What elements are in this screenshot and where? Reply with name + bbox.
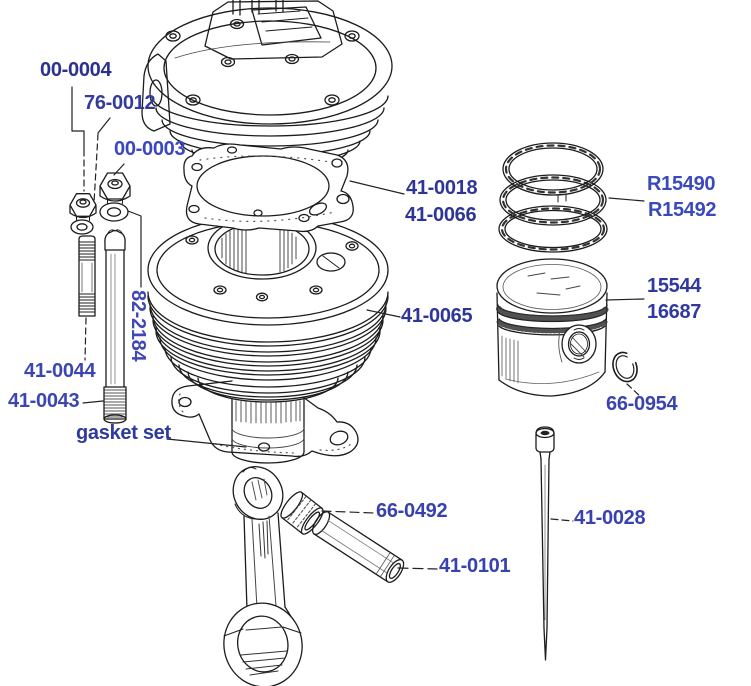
leader-R15490 xyxy=(608,197,645,202)
base-gasket-drawing xyxy=(171,380,359,458)
nut-small-drawing xyxy=(69,193,97,222)
leader-41-0044 xyxy=(84,317,87,361)
cylinder-head-drawing xyxy=(141,0,393,169)
leader-41-0018 xyxy=(349,180,405,195)
washer-large-drawing xyxy=(99,202,129,222)
label-00-0004: 00-0004 xyxy=(40,59,112,81)
leader-41-0065 xyxy=(366,309,401,318)
leader-15544 xyxy=(605,298,645,301)
piston-rings-drawing xyxy=(498,142,608,253)
circlip-drawing xyxy=(612,351,638,383)
leader-76-0012 xyxy=(93,117,111,204)
leader-41-0028 xyxy=(550,518,574,522)
cylinder-barrel-drawing xyxy=(147,214,389,464)
label-15544: 15544 xyxy=(647,275,702,297)
leader-41-0101 xyxy=(397,567,438,570)
label-41-0028: 41-0028 xyxy=(574,507,646,529)
label-41-0043: 41-0043 xyxy=(8,390,80,412)
nut-large-drawing xyxy=(99,172,131,205)
label-76-0012: 76-0012 xyxy=(84,92,156,114)
label-gasket-set: gasket set xyxy=(76,422,171,444)
leader-41-0043 xyxy=(82,400,104,404)
label-R15492: R15492 xyxy=(648,199,717,221)
leader-00-0003 xyxy=(113,163,125,176)
label-R15490: R15490 xyxy=(647,173,716,195)
leader-lines xyxy=(71,86,645,570)
label-82-2184: 82-2184 xyxy=(127,290,149,362)
label-00-0003: 00-0003 xyxy=(114,138,186,160)
label-66-0492: 66-0492 xyxy=(376,500,448,522)
connecting-rod-drawing xyxy=(223,466,303,686)
head-gasket-drawing xyxy=(183,143,354,233)
label-41-0044: 41-0044 xyxy=(24,360,96,382)
label-66-0954: 66-0954 xyxy=(606,393,678,415)
label-41-0065: 41-0065 xyxy=(401,305,473,327)
leader-00-0004 xyxy=(71,86,85,192)
piston-drawing xyxy=(496,258,609,397)
leader-gasket-set xyxy=(166,438,247,448)
label-41-0018: 41-0018 xyxy=(406,177,478,199)
wrist-pin-drawing xyxy=(311,511,405,583)
washer-small-drawing xyxy=(70,219,94,235)
label-16687: 16687 xyxy=(647,301,702,323)
label-41-0066: 41-0066 xyxy=(405,204,477,226)
pushrod-drawing xyxy=(535,426,555,661)
label-41-0101: 41-0101 xyxy=(439,555,511,577)
leader-66-0954 xyxy=(626,383,642,398)
stud-short-drawing xyxy=(78,235,96,317)
stud-long-drawing xyxy=(103,229,127,424)
leader-66-0492 xyxy=(321,510,375,514)
leader-82-2184 xyxy=(127,210,142,288)
